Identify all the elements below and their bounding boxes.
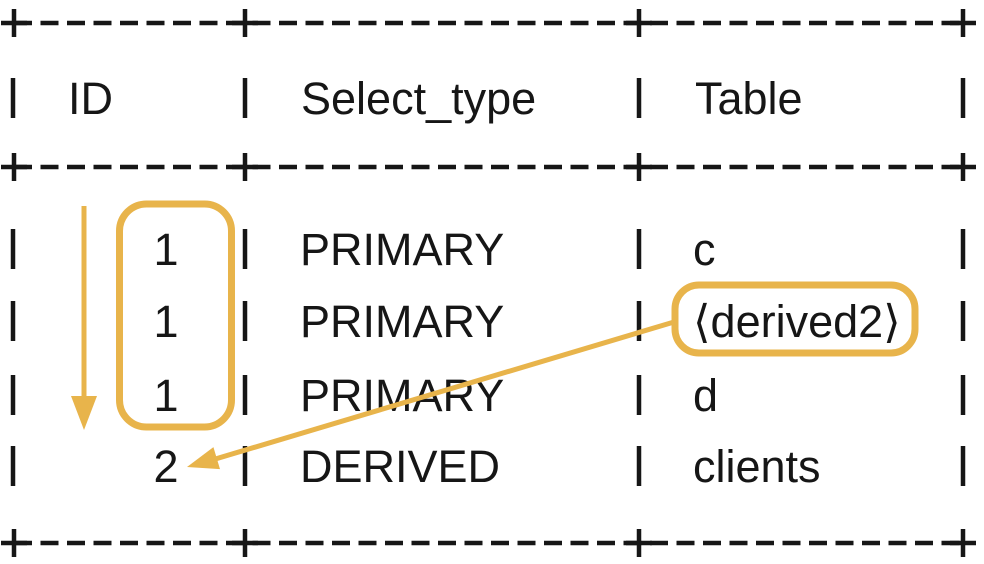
cell-row4-select-type: DERIVED (300, 441, 500, 492)
column-pipes (10, 78, 966, 486)
cell-row2-id: 1 (153, 296, 178, 347)
reference-arrow-shaft (211, 319, 675, 463)
plus-junctions-middle (1, 153, 976, 181)
plus-junctions-top (1, 9, 976, 37)
cell-row2-table: ⟨derived2⟩ (693, 296, 901, 347)
column-header-id: ID (68, 73, 113, 124)
cell-row1-select-type: PRIMARY (300, 224, 504, 275)
annotations-layer (71, 200, 919, 470)
cell-row3-id: 1 (153, 370, 178, 421)
reference-arrow-head-icon (187, 447, 220, 470)
cell-row4-id: 2 (153, 441, 178, 492)
cell-row1-id: 1 (153, 224, 178, 275)
cell-row3-table: d (693, 370, 718, 421)
derived2-highlight-box (671, 281, 919, 357)
table-text: ID Select_type Table 1 PRIMARY c 1 PRIMA… (68, 73, 901, 492)
plus-junctions-bottom (1, 529, 976, 557)
id-highlight-box (116, 200, 235, 431)
table-borders (1, 9, 976, 557)
cell-row4-table: clients (693, 441, 821, 492)
cell-row1-table: c (693, 224, 716, 275)
order-arrow-head-icon (71, 396, 97, 430)
column-header-table: Table (695, 73, 803, 124)
cell-row3-select-type: PRIMARY (300, 370, 504, 421)
column-header-select-type: Select_type (301, 73, 536, 124)
cell-row2-select-type: PRIMARY (300, 296, 504, 347)
